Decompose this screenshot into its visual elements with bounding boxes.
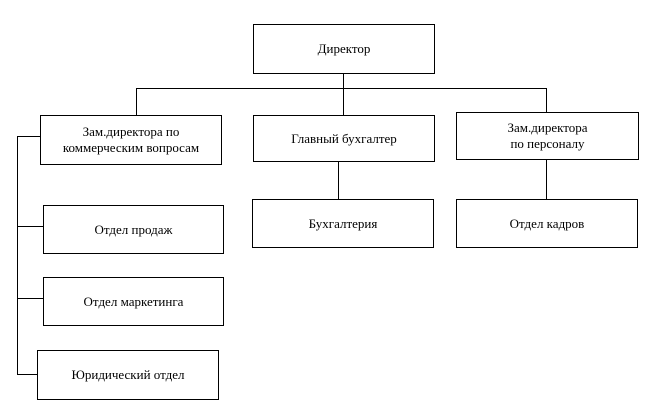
sales-department-label: Отдел продаж: [94, 221, 173, 237]
deputy-commercial-box: Зам.директора по коммерческим вопросам: [40, 115, 222, 165]
legal-department-box: Юридический отдел: [37, 350, 219, 400]
hr-department-box: Отдел кадров: [456, 199, 638, 248]
deputy-personnel-label-line2: по персоналу: [510, 136, 585, 151]
deputy-personnel-label-line1: Зам.директора: [507, 120, 588, 135]
deputy-commercial-label-line2: коммерческим вопросам: [62, 140, 200, 155]
deputy-commercial-label-line1: Зам.директора по: [82, 124, 180, 139]
director-label: Директор: [317, 41, 371, 56]
chief-accountant-label: Главный бухгалтер: [291, 130, 397, 146]
accounting-box: Бухгалтерия: [252, 199, 434, 248]
deputy-personnel-box: Зам.директора по персоналу: [456, 112, 639, 160]
chief-accountant-box: Главный бухгалтер: [253, 115, 435, 162]
marketing-department-label: Отдел маркетинга: [83, 293, 184, 309]
director-box: Директор: [253, 24, 435, 74]
hr-department-label: Отдел кадров: [509, 215, 585, 231]
marketing-department-box: Отдел маркетинга: [43, 277, 224, 326]
sales-department-box: Отдел продаж: [43, 205, 224, 254]
accounting-label: Бухгалтерия: [308, 215, 378, 231]
legal-department-label: Юридический отдел: [71, 367, 185, 382]
